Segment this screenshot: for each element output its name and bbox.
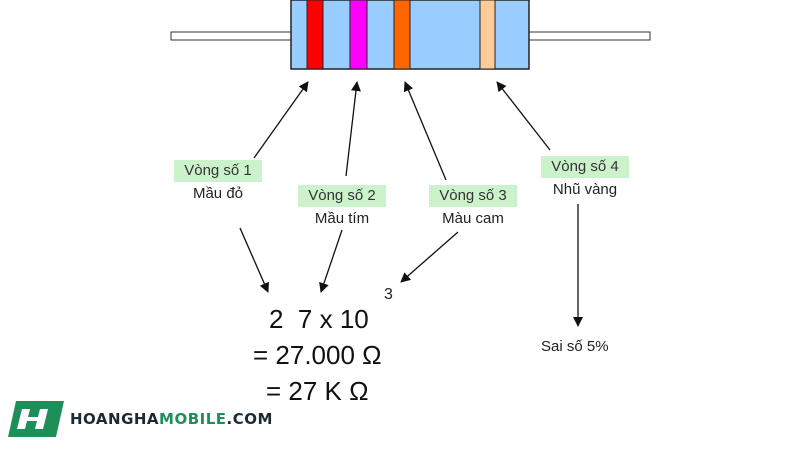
right-lead [527,31,651,41]
ring-3-desc: Màu cam [442,210,504,227]
arrow-ring-4 [496,81,551,151]
brand-logo: HOANGHAMOBILE.COM [8,401,273,437]
arrow-to-digit-2 [239,227,269,293]
ring-3-label: Vòng số 3 Màu cam [415,185,531,229]
brand-name: HOANGHAMOBILE.COM [70,410,273,428]
ring-4-title: Vòng số 4 [541,156,629,178]
ring-1-desc: Mầu đỏ [192,185,244,202]
formula-exponent: 3 [384,286,393,303]
arrow-ring-3 [403,81,447,181]
arrow-to-digit-7 [319,229,343,293]
arrow-ring-1 [253,81,309,159]
formula-line-2: = 27.000 Ω [253,340,382,370]
ring-3-title: Vòng số 3 [429,185,517,207]
band-1-red [306,0,324,70]
brand-logo-icon [8,401,64,437]
band-4-gold [479,0,496,70]
ring-2-label: Vòng số 2 Mầu tím [284,185,400,229]
arrow-to-exponent [400,231,459,283]
band-3-orange [393,0,411,70]
brand-part-3: .COM [226,410,273,428]
left-lead [170,31,293,41]
brand-part-2: MOBILE [159,410,227,428]
ring-4-label: Vòng số 4 Nhũ vàng [527,156,643,200]
arrow-ring-2 [345,81,361,177]
band-2-purple [349,0,368,70]
brand-part-1: HOANGHA [70,410,160,428]
ring-4-desc: Nhũ vàng [552,181,618,198]
ring-2-title: Vòng số 2 [298,185,386,207]
formula-line-3: = 27 K Ω [266,376,369,406]
ring-1-label: Vòng số 1 Mầu đỏ [158,160,278,204]
formula-line-1: 2 7 x 10 [269,304,369,334]
ring-1-title: Vòng số 1 [174,160,262,182]
tolerance-label: Sai số 5% [541,338,609,355]
ring-2-desc: Mầu tím [314,210,370,227]
